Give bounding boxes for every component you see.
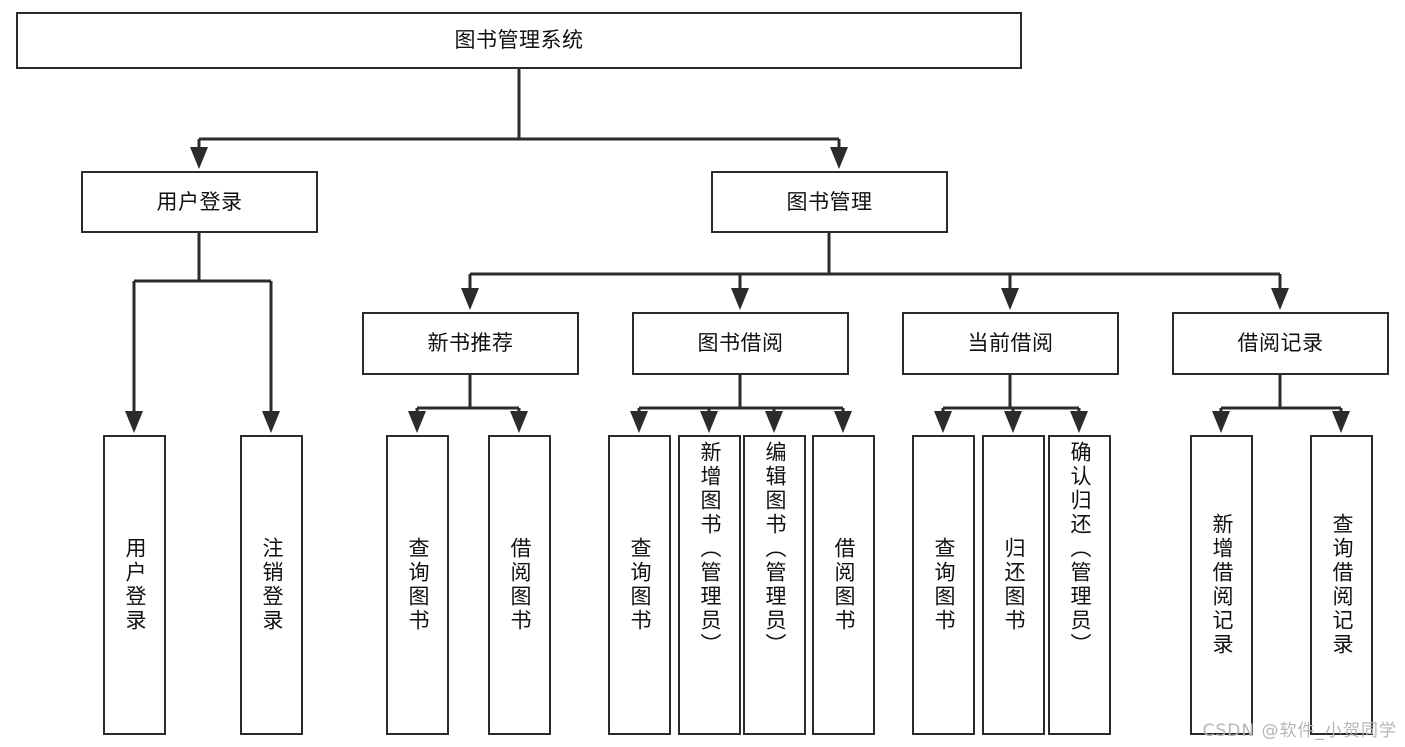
node-label: 查询借阅记录: [1330, 513, 1354, 657]
arrow-head-icon: [830, 147, 848, 169]
node-leaf-query-book-current: 查询图书: [912, 435, 975, 735]
node-label: 借阅图书: [832, 537, 856, 633]
arrow-head-icon: [125, 411, 143, 433]
node-label: 借阅图书: [508, 537, 532, 633]
node-leaf-borrow-book-recommend: 借阅图书: [488, 435, 551, 735]
arrow-head-icon: [1004, 411, 1022, 433]
node-leaf-edit-book-admin: 编辑图书（管理员）: [743, 435, 806, 735]
node-book-manage: 图书管理: [711, 171, 948, 233]
arrow-head-icon: [461, 288, 479, 310]
node-label: 用户登录: [123, 537, 147, 633]
arrow-head-icon: [190, 147, 208, 169]
node-label: 查询图书: [628, 537, 652, 633]
node-label: 图书管理系统: [454, 28, 584, 53]
node-leaf-borrow-book-borrow: 借阅图书: [812, 435, 875, 735]
arrow-head-icon: [1271, 288, 1289, 310]
node-book-borrow: 图书借阅: [632, 312, 849, 375]
node-leaf-add-book-admin: 新增图书（管理员）: [678, 435, 741, 735]
arrow-head-icon: [510, 411, 528, 433]
arrow-head-icon: [630, 411, 648, 433]
node-leaf-user-login: 用户登录: [103, 435, 166, 735]
node-label: 新书推荐: [427, 331, 514, 356]
arrow-head-icon: [1001, 288, 1019, 310]
arrow-head-icon: [765, 411, 783, 433]
node-leaf-confirm-return-admin: 确认归还（管理员）: [1048, 435, 1111, 735]
node-current-borrow: 当前借阅: [902, 312, 1119, 375]
arrow-head-icon: [731, 288, 749, 310]
node-leaf-return-book: 归还图书: [982, 435, 1045, 735]
node-label: 查询图书: [406, 537, 430, 633]
node-root-: 图书管理系统: [16, 12, 1022, 69]
arrow-head-icon: [934, 411, 952, 433]
node-label: 确认归还（管理员）: [1068, 441, 1092, 657]
node-leaf-query-book-borrow: 查询图书: [608, 435, 671, 735]
csdn-watermark: CSDN @软件_小贺同学: [1202, 721, 1397, 741]
arrow-head-icon: [262, 411, 280, 433]
node-label: 编辑图书（管理员）: [763, 441, 787, 657]
node-user-login: 用户登录: [81, 171, 318, 233]
node-label: 新增借阅记录: [1210, 513, 1234, 657]
node-label: 查询图书: [932, 537, 956, 633]
arrow-head-icon: [700, 411, 718, 433]
node-new-book-recommend: 新书推荐: [362, 312, 579, 375]
node-label: 当前借阅: [967, 331, 1054, 356]
arrow-head-icon: [834, 411, 852, 433]
node-label: 用户登录: [156, 189, 243, 214]
arrow-head-icon: [1332, 411, 1350, 433]
node-label: 新增图书（管理员）: [698, 441, 722, 657]
arrow-head-icon: [408, 411, 426, 433]
node-leaf-query-book-recommend: 查询图书: [386, 435, 449, 735]
node-label: 图书管理: [786, 189, 873, 214]
node-label: 借阅记录: [1237, 331, 1324, 356]
node-label: 归还图书: [1002, 537, 1026, 633]
arrow-head-icon: [1212, 411, 1230, 433]
node-leaf-query-borrow-record: 查询借阅记录: [1310, 435, 1373, 735]
node-leaf-add-borrow-record: 新增借阅记录: [1190, 435, 1253, 735]
node-borrow-record: 借阅记录: [1172, 312, 1389, 375]
arrow-head-icon: [1070, 411, 1088, 433]
node-label: 图书借阅: [697, 331, 784, 356]
node-label: 注销登录: [260, 537, 284, 633]
node-leaf-logout: 注销登录: [240, 435, 303, 735]
